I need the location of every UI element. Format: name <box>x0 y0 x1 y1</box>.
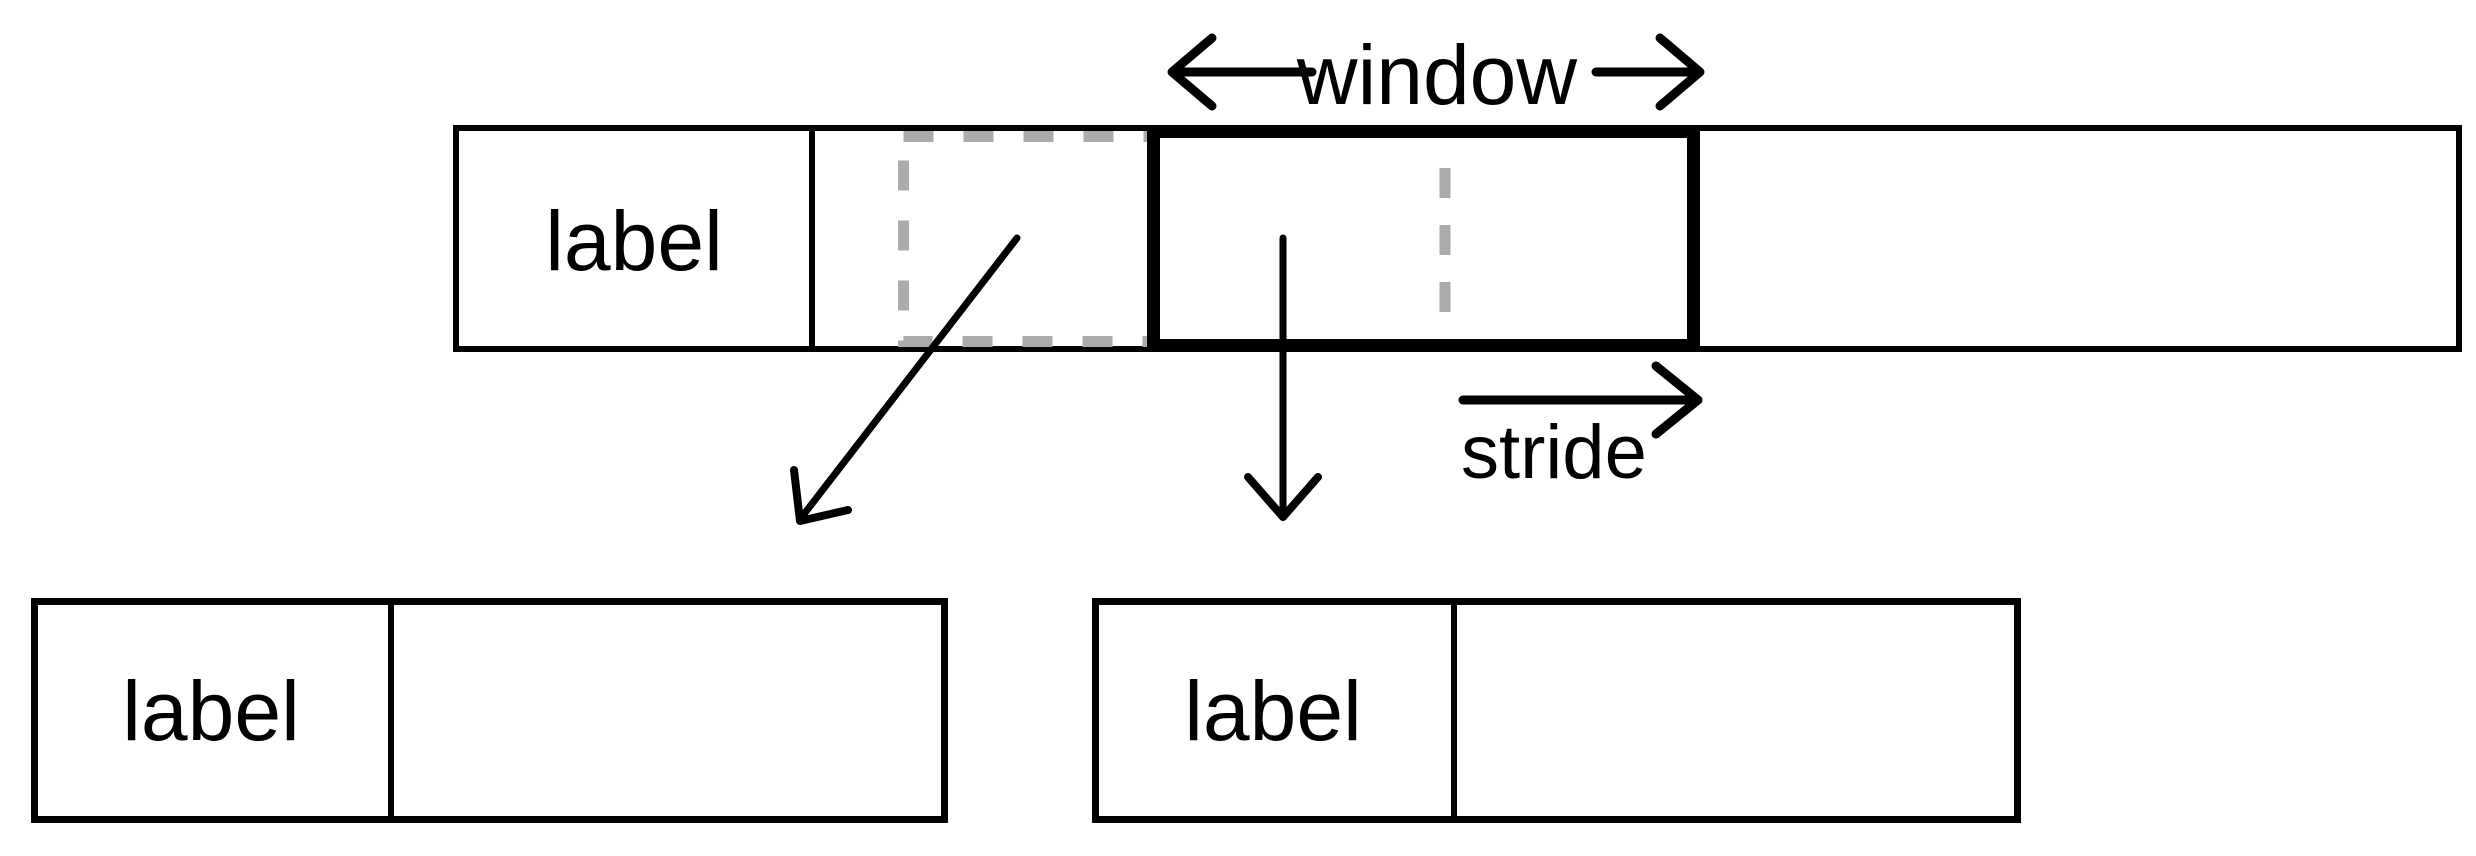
window-box <box>1147 125 1700 352</box>
stride-arrow-icon <box>1458 361 1703 439</box>
example-left-box <box>31 598 948 823</box>
example-left-label-text: label <box>122 664 299 758</box>
window-annotation: window <box>1167 28 1705 122</box>
sequence-label-text: label <box>545 194 722 288</box>
window-left-arrow-icon <box>1167 33 1317 111</box>
previous-window-dashed-box <box>898 131 1451 347</box>
example-box-right: label <box>1092 598 2021 823</box>
example-right-box <box>1092 598 2021 823</box>
extract-arrow-down-icon <box>1244 234 1322 521</box>
extract-arrow-diagonal-icon <box>790 234 1021 525</box>
current-window <box>1147 125 1700 352</box>
stride-caption-text: stride <box>1461 410 1647 495</box>
stride-annotation: stride <box>1458 361 1703 495</box>
window-right-arrow-icon <box>1591 33 1705 111</box>
example-right-label-text: label <box>1184 664 1361 758</box>
example-box-left: label <box>31 598 948 823</box>
window-caption-text: window <box>1296 28 1577 122</box>
